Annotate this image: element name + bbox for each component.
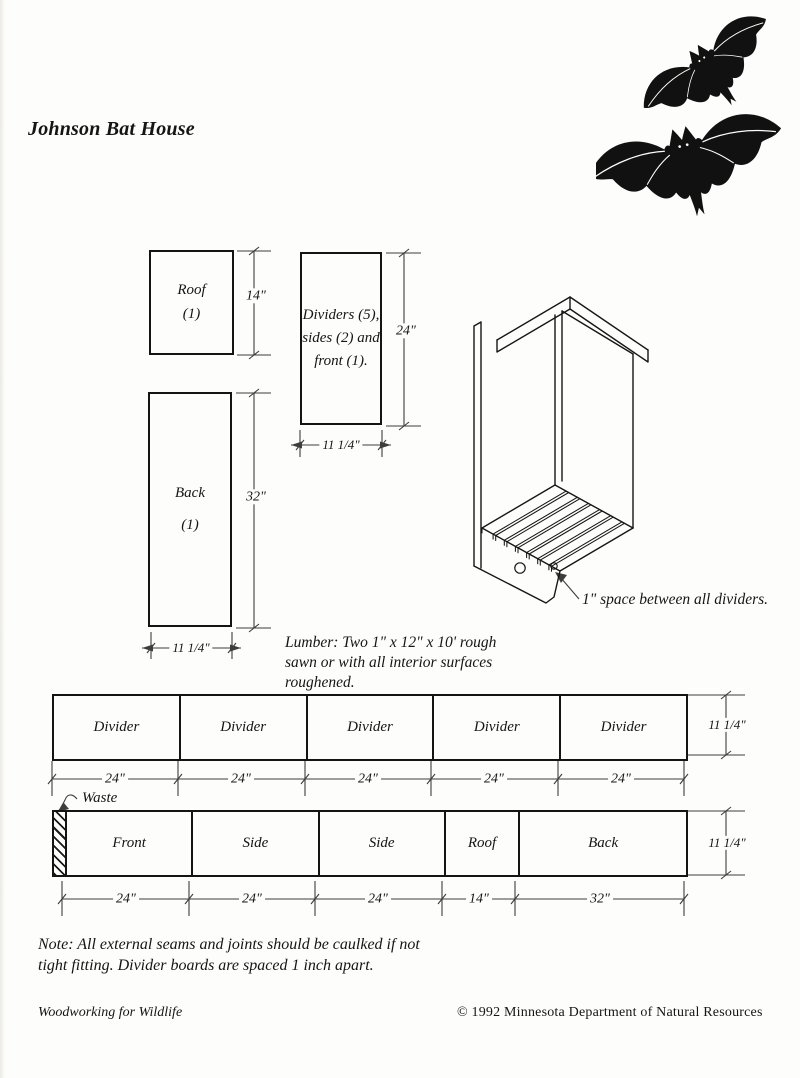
dim-board2-cell1: 24" [239,891,265,907]
lumber-note-line2: sawn or with all interior surfaces [285,653,493,671]
footer-series-title: Woodworking for Wildlife [38,1005,183,1020]
board2-cell: Side [193,812,320,875]
assembly-isometric-drawing [473,296,649,604]
piece-roof: Roof (1) [149,250,234,355]
board1-cell-label: Divider [600,719,647,735]
board1-cell: Divider [181,696,308,759]
dim-board1-cell3: 24" [481,771,507,787]
entry-hole [514,562,526,574]
caulk-note-line1: Note: All external seams and joints shou… [38,936,420,953]
board1-cell-label: Divider [347,719,393,735]
assembly-note: 1" space between all dividers. [582,591,769,608]
board2-cell: Front [67,812,194,875]
lumber-note-line1: Lumber: Two 1" x 12" x 10' rough [285,634,497,651]
board1-cell: Divider [561,696,686,759]
board2-cell-label: Roof [467,835,497,851]
dim-board2-cell4: 32" [587,891,613,907]
board2-cell-label: Back [588,835,619,851]
piece-dividers-label-line3: front (1). [314,353,368,370]
waste-label: Waste [82,790,118,806]
dim-board1-cell0: 24" [102,771,128,787]
dim-dividers-height: 24" [393,323,419,339]
board1-cell: Divider [54,696,181,759]
piece-dividers-label-line2: sides (2) and [302,329,380,346]
board1-cell-label: Divider [473,719,520,735]
scan-edge-shade [0,0,5,1078]
dim-dividers-width: 11 1/4" [319,437,363,453]
board2-cell: Side [320,812,446,875]
lumber-note-line3: roughened. [285,673,355,691]
board1-cell-label: Divider [93,719,140,735]
board1-cell: Divider [434,696,562,759]
page-title: Johnson Bat House [28,118,195,140]
dim-board1-cell2: 24" [355,771,381,787]
board1-dividers: Divider Divider Divider Divider Divider [52,694,688,761]
piece-back-label: Back [175,485,205,501]
board1-cell-label: Divider [220,719,267,735]
board1-cell: Divider [308,696,435,759]
dim-board1-height: 11 1/4" [705,717,749,733]
piece-roof-label: Roof [177,282,206,299]
dim-back-width: 11 1/4" [169,640,213,656]
dim-board2-cell3: 14" [466,891,492,907]
dim-board2-cell0: 24" [113,891,139,907]
dim-back-height: 32" [243,489,269,505]
caulk-note: Note: All external seams and joints shou… [38,934,420,976]
divider-space-notch [550,562,558,570]
dim-board2-cell2: 24" [365,891,391,907]
waste-strip [54,812,67,875]
dim-board1-cell1: 24" [228,771,254,787]
caulk-note-line2: tight fitting. Divider boards are spaced… [38,957,374,975]
board2-parts: Front Side Side Roof Back [52,810,688,877]
piece-dividers-label-line1: Dividers (5), [302,306,380,323]
board2-cell-label: Front [112,835,146,851]
board2-cell: Roof [446,812,521,875]
piece-roof-count: (1) [182,305,201,322]
piece-back-count: (1) [181,516,199,533]
piece-back: Back (1) [148,392,232,627]
dim-board1-cell4: 24" [608,771,634,787]
board2-cell-label: Side [368,835,395,851]
board2-cell: Back [520,812,686,875]
dim-roof-height: 14" [243,288,269,304]
footer-copyright: © 1992 Minnesota Department of Natural R… [457,1005,763,1020]
lumber-note: Lumber: Two 1" x 12" x 10' rough sawn or… [285,633,496,692]
dim-board2-height: 11 1/4" [705,835,749,851]
piece-dividers: Dividers (5), sides (2) and front (1). [300,252,382,425]
board2-cell-label: Side [242,835,269,851]
